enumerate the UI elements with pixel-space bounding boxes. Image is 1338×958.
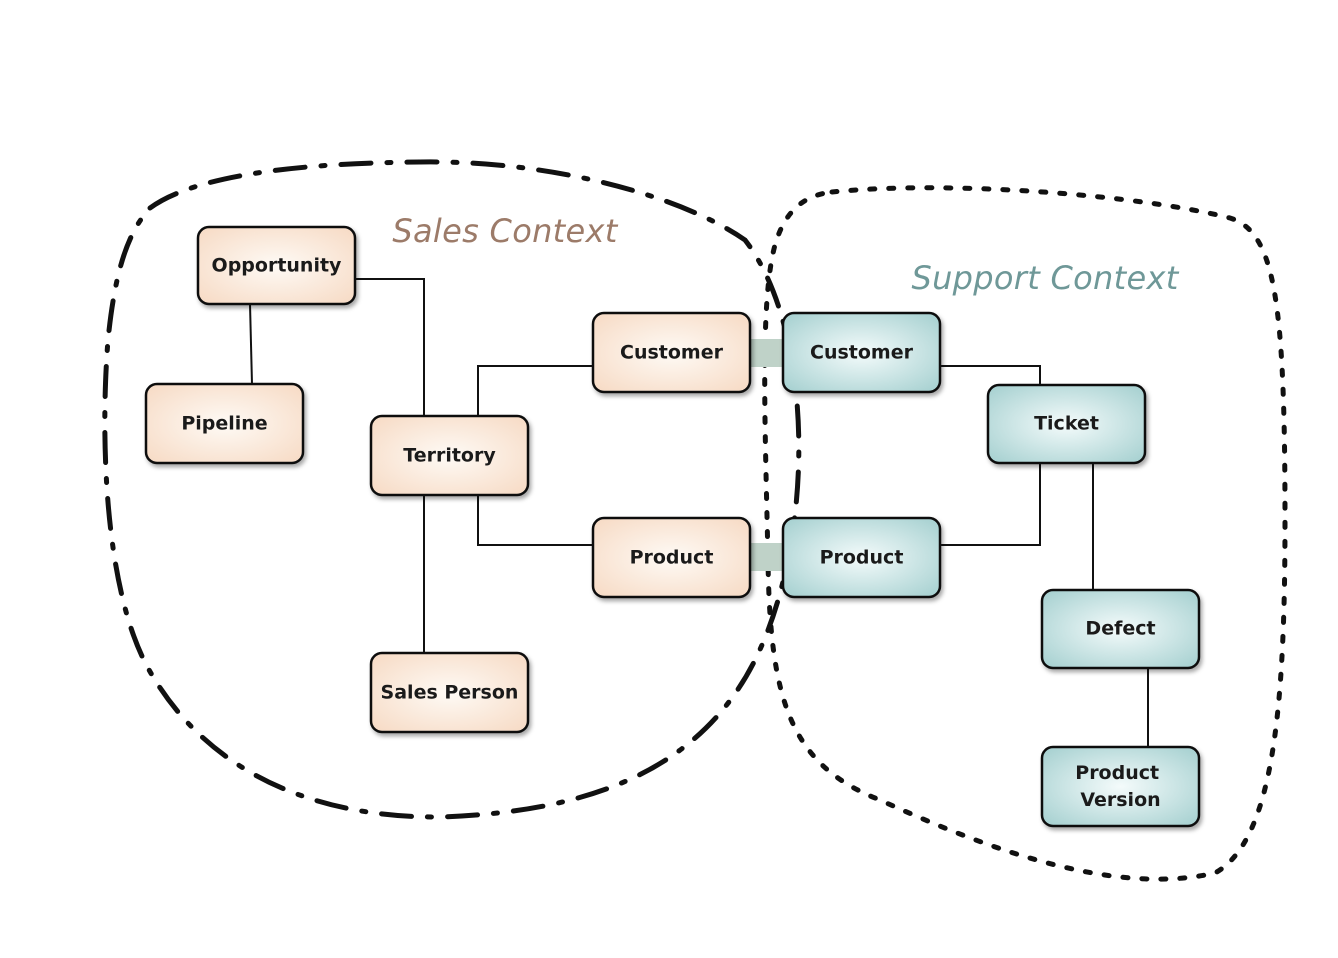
sales-context-title: Sales Context [392,212,618,250]
sales-context-boundary [102,159,802,820]
node-sales-pipeline[interactable]: Pipeline [144,382,305,465]
support-context-boundary [762,185,1288,882]
node-support-defect[interactable]: Defect [1040,588,1201,670]
node-sales-pipeline-label: Pipeline [181,413,267,435]
bridge-product [749,543,785,571]
node-sales-territory[interactable]: Territory [369,414,530,497]
node-support-product-label: Product [820,547,904,569]
node-support-productversion-label: Product Version [1075,762,1165,811]
node-sales-opportunity[interactable]: Opportunity [196,225,357,306]
node-sales-opportunity-label: Opportunity [212,255,343,277]
support-context-title: Support Context [911,259,1179,297]
node-support-customer[interactable]: Customer [781,311,942,394]
connectors [249,278,1149,747]
connector-opportunity-territory [355,278,425,416]
node-sales-product-label: Product [630,547,714,569]
node-support-ticket-label: Ticket [1034,413,1099,435]
node-support-customer-label: Customer [810,342,914,364]
node-sales-salesperson-label: Sales Person [381,682,519,704]
node-sales-customer[interactable]: Customer [591,311,752,394]
connector-opportunity-pipeline [249,303,253,385]
connector-territory-product [477,495,593,546]
node-support-ticket[interactable]: Ticket [986,383,1147,465]
node-sales-customer-label: Customer [620,342,724,364]
connector-support-product-ticket [940,463,1041,546]
node-sales-territory-label: Territory [403,445,496,467]
node-support-product[interactable]: Product [781,516,942,599]
node-support-productversion-label-line1: Product [1075,762,1159,784]
node-support-defect-label: Defect [1085,618,1155,640]
node-support-productversion-label-line2: Version [1080,789,1160,811]
connector-support-customer-ticket [940,365,1041,385]
node-sales-product[interactable]: Product [591,516,752,599]
node-support-productversion[interactable]: Product Version [1040,745,1201,828]
bridge-customer [749,339,785,367]
connector-territory-customer [477,365,593,416]
node-sales-salesperson[interactable]: Sales Person [369,651,530,734]
